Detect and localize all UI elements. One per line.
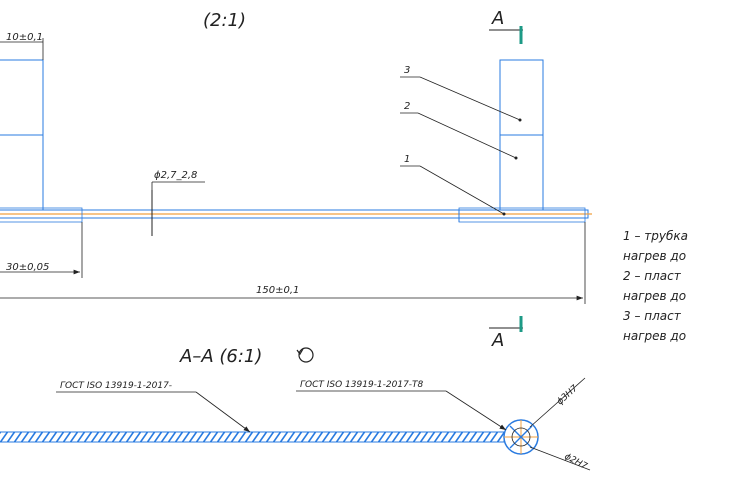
- legend-notes: 1 – трубка нагрев до 2 – пласт нагрев до…: [623, 226, 730, 346]
- dim-diameter-tube: ϕ2,7_2,8: [154, 170, 197, 181]
- hole-dim-leaders: [529, 377, 591, 471]
- dim-diameter-tube-lines: [151, 181, 205, 236]
- gost-left: ГОСТ ISO 13919-1-2017-: [60, 381, 172, 391]
- hole-circle: [503, 419, 539, 455]
- note-line: нагрев до: [623, 249, 687, 263]
- section-marker-bottom-label: A: [491, 330, 504, 351]
- note-line: 3 – пласт: [623, 309, 681, 323]
- scale-label: (2:1): [203, 10, 246, 31]
- section-title: A–A (6:1): [179, 346, 262, 367]
- callout-leaders: [400, 76, 522, 216]
- dim-len-total: 150±0,1: [256, 285, 299, 296]
- callout-3: 3: [404, 65, 410, 76]
- dim-len-small-lines: [0, 222, 83, 278]
- left-plate: [0, 38, 44, 211]
- right-plates: [499, 59, 544, 211]
- gost-right: ГОСТ ISO 13919-1-2017-Т8: [300, 380, 424, 390]
- dim-width-top: 10±0,1: [6, 32, 43, 43]
- section-marker-top-label: A: [491, 8, 504, 29]
- section-marker-bottom: [489, 316, 523, 332]
- dim-len-total-lines: [0, 222, 586, 304]
- dim-len-small: 30±0,05: [6, 262, 49, 273]
- section-marker-top: [489, 26, 523, 44]
- note-line: 1 – трубка: [623, 229, 688, 243]
- note-line: 2 – пласт: [623, 269, 681, 283]
- tube: [0, 207, 592, 223]
- rotation-icon: [298, 347, 314, 363]
- dim-hole-d3: ϕ3H7: [555, 383, 580, 407]
- section-bar: [0, 431, 505, 443]
- gost-leaders: [56, 390, 507, 433]
- callout-1: 1: [404, 154, 410, 165]
- dim-hole-d2: ϕ2H7: [563, 452, 589, 472]
- note-line: нагрев до: [623, 289, 687, 303]
- callout-2: 2: [404, 101, 410, 112]
- note-line: нагрев до: [623, 329, 687, 343]
